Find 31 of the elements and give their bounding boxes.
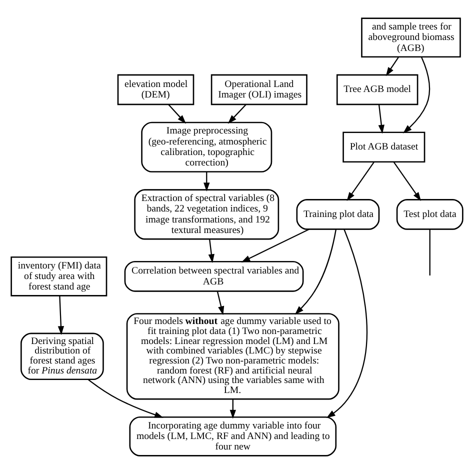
- arrow: [230, 399, 236, 419]
- node-box: and sample trees for aboveground biomass (AGB): [361, 18, 461, 58]
- node-box: elevation model (DEM): [117, 74, 194, 106]
- node-box: Extraction of spectral variables (8 bands, 22 vegetation indices, 9 image transformations, and 192 textural measures): [134, 189, 280, 240]
- node-box: Correlation between spectral variables and AGB: [124, 260, 304, 292]
- arrow: [88, 379, 164, 418]
- node-box: Four models without age dummy variable used to fit training plot data (1) Two non-parametric models: Linear regression model (LM) and LM with combined variables (LMC) by stepwise regression (2) Two non-parametric models: random forest (RF) and artificial neural network (ANN) using the variables same with LM.: [126, 313, 340, 400]
- node-box: Training plot data: [296, 199, 380, 230]
- arrow: [216, 291, 224, 316]
- arrow: [241, 228, 310, 262]
- arrow: [346, 162, 374, 202]
- node-box: Deriving spatial distribution of forest stand ages for Pinus densata: [20, 332, 104, 380]
- arrow: [168, 104, 186, 124]
- arrow: [326, 229, 368, 418]
- node-box: inventory (FMI) data of study area with forest stand age: [10, 256, 108, 296]
- arrow: [228, 104, 246, 124]
- arrow: [58, 296, 64, 335]
- node-box: Incorporating age dummy variable into four models (LM, LMC, RF and ANN) and leading to four new: [129, 416, 337, 456]
- node-box: Plot AGB dataset: [342, 132, 426, 163]
- arrow: [294, 229, 337, 315]
- node-box: Test plot data: [396, 199, 464, 230]
- arrow: [402, 56, 430, 134]
- connector: [429, 229, 430, 276]
- node-box: Operational Land Imager (OLI) images: [210, 74, 308, 106]
- arrow: [386, 56, 400, 76]
- arrow: [208, 239, 214, 264]
- arrow: [378, 104, 384, 134]
- arrow: [204, 172, 210, 192]
- arrow: [393, 162, 422, 202]
- node-box: Tree AGB model: [336, 74, 418, 106]
- node-box: Image preprocessing (geo-referencing, atmospheric calibration, topographic correction): [141, 122, 272, 172]
